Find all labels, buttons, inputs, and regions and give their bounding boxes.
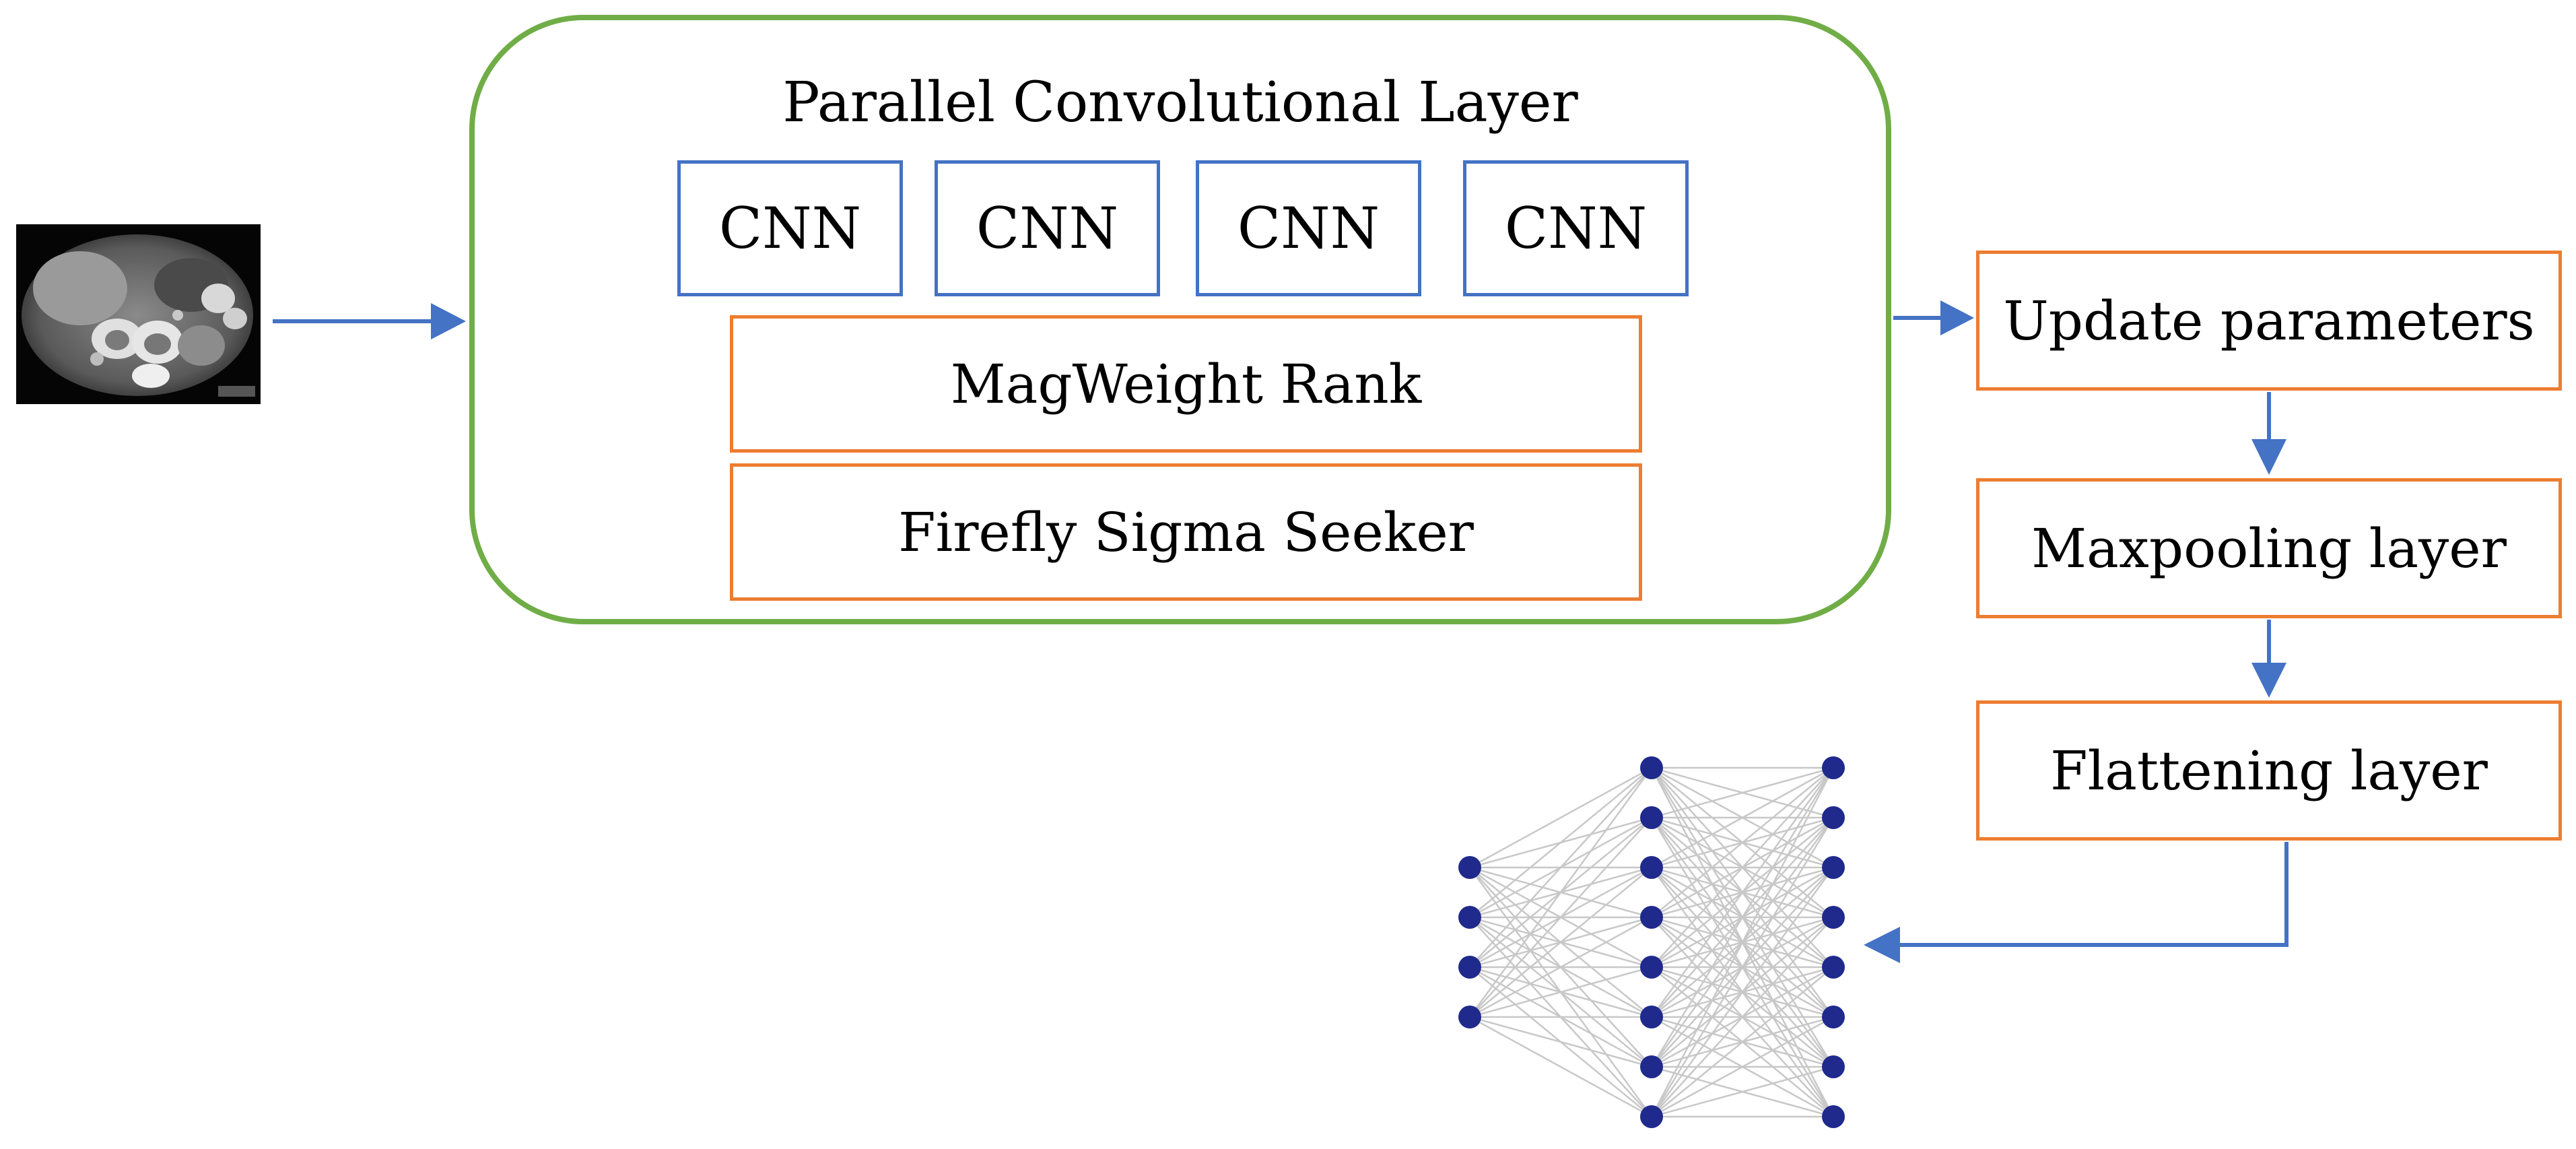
network-edge [1650,767,1835,1068]
network-node-layer-2 [1640,1006,1663,1028]
network-node-layer-1 [1458,856,1481,879]
parallel-convolutional-container [469,15,1891,624]
arrow-maxpool-to-flatten-head [2251,663,2286,698]
cnn-block-2: CNN [935,160,1160,296]
network-edge [1469,767,1652,918]
network-edge [1469,766,1652,869]
network-edge [1469,867,1652,1018]
network-edge [1651,767,1834,918]
maxpooling-layer-block: Maxpooling layer [1976,478,2562,618]
arrow-update-to-maxpool-head [2251,439,2286,475]
network-node-layer-2 [1640,906,1663,929]
network-edge [1469,916,1652,1018]
network-edge [1469,767,1652,968]
network-edge [1469,817,1652,1018]
cnn-block-3: CNN [1196,160,1421,296]
network-node-layer-3 [1822,906,1845,929]
arrow-flatten-to-network [1900,842,2289,947]
network-node-layer-3 [1822,806,1845,829]
arrow-container-to-update-head [1940,300,1974,335]
network-edge [1469,1016,1652,1068]
container-title: Parallel Convolutional Layer [782,71,1578,135]
network-edge [1651,766,1834,819]
update-parameters-block: Update parameters [1976,251,2562,391]
network-edge [1469,1016,1652,1118]
network-node-layer-2 [1640,806,1663,829]
network-node-layer-2 [1640,856,1663,879]
network-node-layer-3 [1822,756,1845,779]
network-edge [1650,767,1835,1117]
ct-scan-image-icon [16,224,261,404]
network-node-layer-2 [1640,1055,1663,1078]
network-node-layer-1 [1458,1006,1481,1028]
network-node-layer-1 [1458,956,1481,979]
network-edge [1651,1016,1834,1118]
network-edge [1651,1065,1834,1118]
network-edge [1650,817,1835,1117]
arrow-flatten-to-network-head [1864,927,1900,963]
network-edge [1651,766,1834,869]
network-node-layer-3 [1822,956,1845,979]
network-node-layer-2 [1640,756,1663,779]
cnn-block-1: CNN [677,160,903,296]
network-node-layer-3 [1822,1006,1845,1028]
network-edge [1468,767,1653,1018]
arrow-input-to-container-head [431,303,466,339]
network-node-layer-1 [1458,906,1481,929]
network-node-layer-3 [1822,1105,1845,1128]
firefly-sigma-seeker-block: Firefly Sigma Seeker [730,463,1642,601]
network-edge [1651,767,1834,968]
network-node-layer-2 [1640,956,1663,979]
cnn-block-4: CNN [1463,160,1689,296]
network-node-layer-3 [1822,856,1845,879]
network-edge [1650,867,1835,1117]
network-edge [1651,917,1834,1117]
network-node-layer-2 [1640,1105,1663,1128]
network-node-layer-3 [1822,1055,1845,1078]
network-edge [1650,767,1835,1018]
network-edge [1469,966,1652,1018]
magweight-rank-block: MagWeight Rank [730,315,1642,453]
network-edge [1651,966,1834,1117]
flattening-layer-block: Flattening layer [1976,700,2562,841]
